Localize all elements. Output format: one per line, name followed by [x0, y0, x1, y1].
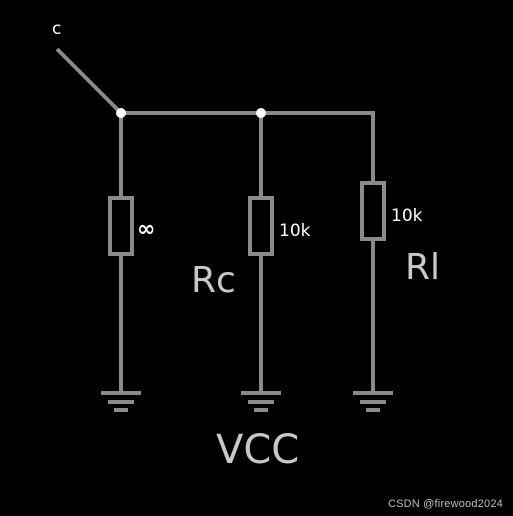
branch-2: 10k Rc [191, 113, 311, 412]
switch-arm [55, 47, 123, 115]
ground-2 [241, 391, 281, 412]
resistor-2-name: Rc [191, 260, 236, 301]
watermark: CSDN @firewood2024 [387, 498, 503, 510]
node-label-c: c [52, 19, 61, 39]
resistor-3-name: Rl [405, 247, 440, 288]
resistor-3-value: 10k [391, 206, 423, 226]
resistor-2-value: 10k [279, 221, 311, 241]
resistor-1 [108, 196, 134, 256]
supply-label: VCC [216, 427, 299, 473]
resistor-3 [360, 181, 386, 241]
junction-dot-2 [256, 108, 266, 118]
resistor-1-value: ∞ [137, 217, 155, 242]
branch-1: ∞ [101, 113, 155, 412]
ground-1 [101, 391, 141, 412]
junction-dot-1 [116, 108, 126, 118]
resistor-2 [248, 196, 274, 256]
branch-3: 10k Rl [353, 111, 440, 412]
ground-3 [353, 391, 393, 412]
